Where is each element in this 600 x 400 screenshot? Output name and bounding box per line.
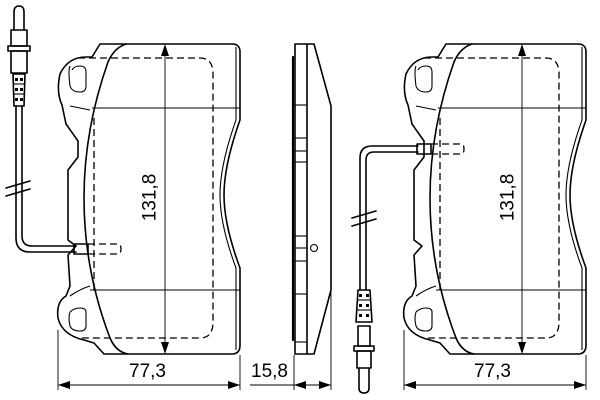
thickness-label: 15,8 <box>251 361 288 382</box>
height-label-left: 131,8 <box>139 173 161 222</box>
sensor-connector-bottom-icon <box>353 289 375 394</box>
width-label-right: 77,3 <box>474 361 511 382</box>
left-pad-view <box>5 5 241 390</box>
sensor-connector-top-icon <box>7 5 31 107</box>
side-view <box>250 43 332 390</box>
right-pad-view <box>351 43 587 394</box>
sensor-wire-left <box>5 105 122 255</box>
sensor-hole-icon <box>309 243 319 253</box>
height-dimension-right <box>518 44 526 354</box>
width-dimension-right <box>403 330 587 390</box>
height-dimension-left <box>161 44 169 354</box>
width-dimension-left <box>57 330 241 390</box>
width-label-left: 77,3 <box>129 361 166 382</box>
sensor-wire-right <box>351 143 465 291</box>
thickness-dimension <box>250 292 332 390</box>
height-label-right: 131,8 <box>497 173 519 222</box>
